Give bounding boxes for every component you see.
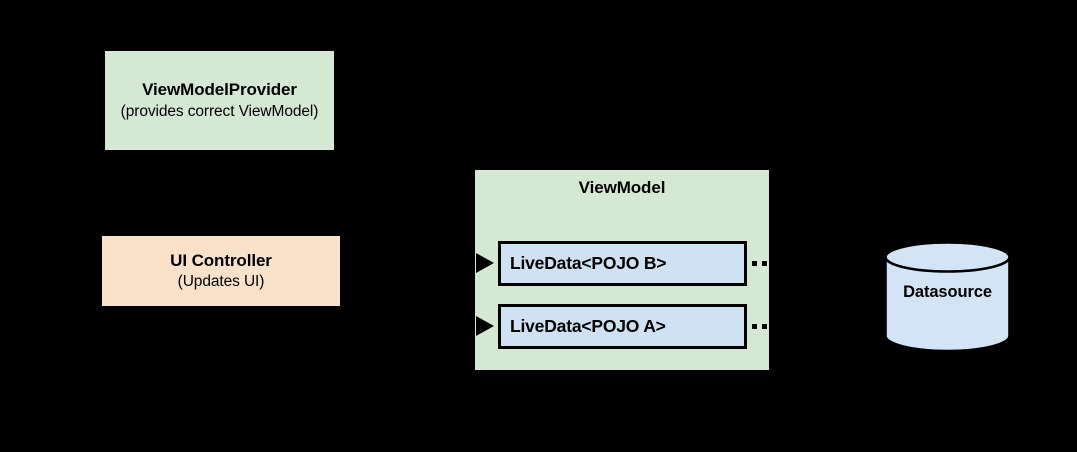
node-ui-controller[interactable]: UI Controller (Updates UI) [102, 236, 340, 306]
ui-controller-title: UI Controller [170, 250, 272, 270]
dash-segment-livedata-b-1 [752, 261, 757, 266]
datasource-cylinder-top [884, 241, 1011, 273]
node-livedata-pojo-a[interactable]: LiveData<POJO A> [498, 304, 747, 349]
dash-segment-livedata-b-2 [762, 261, 767, 266]
node-datasource[interactable] [883, 241, 1012, 352]
node-viewmodel-provider[interactable]: ViewModelProvider (provides correct View… [105, 51, 334, 150]
arrowhead-icon-to-livedata-b [476, 253, 494, 273]
arrowhead-icon-to-livedata-a [476, 316, 494, 336]
viewmodel-provider-subtitle: (provides correct ViewModel) [120, 102, 319, 120]
livedata-pojo-b-label: LiveData<POJO B> [510, 253, 667, 273]
dash-segment-livedata-a-2 [762, 324, 767, 329]
livedata-pojo-a-label: LiveData<POJO A> [510, 316, 666, 336]
node-livedata-pojo-b[interactable]: LiveData<POJO B> [498, 241, 747, 286]
dash-segment-livedata-a-1 [752, 324, 757, 329]
viewmodel-title: ViewModel [578, 178, 666, 197]
datasource-cylinder-body [884, 255, 1011, 352]
viewmodel-provider-title: ViewModelProvider [142, 80, 297, 100]
ui-controller-subtitle: (Updates UI) [177, 273, 265, 291]
